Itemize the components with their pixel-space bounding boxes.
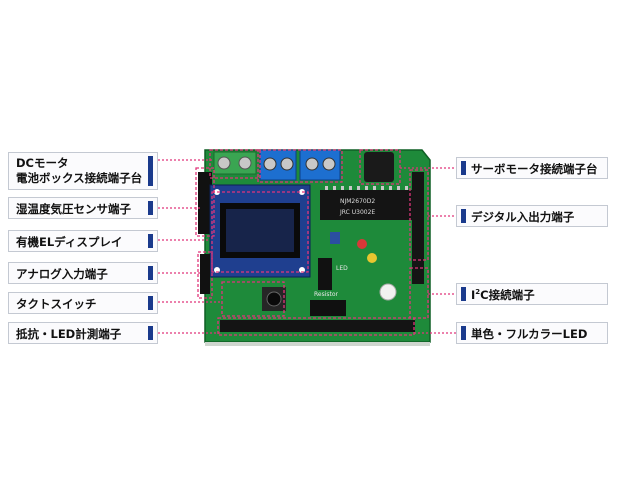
label-analog-input: アナログ入力端子 xyxy=(8,262,158,284)
led-yellow xyxy=(367,253,377,263)
label-oled-display: 有機ELディスプレイ xyxy=(8,230,158,252)
bottom-header xyxy=(220,320,415,332)
label-rgb-led: 単色・フルカラーLED xyxy=(456,322,608,344)
label-tab xyxy=(148,156,153,186)
capacitor xyxy=(330,232,340,244)
right-header xyxy=(412,172,424,284)
label-dc-motor-line2: 電池ボックス接続端子台 xyxy=(16,171,143,185)
label-i2c-terminal: I2C接続端子 xyxy=(456,283,608,305)
callout-box-dc xyxy=(209,149,261,179)
resistor-silkscreen: Resistor xyxy=(314,291,339,298)
dc-screw-1 xyxy=(217,156,231,170)
battery-screw-1 xyxy=(263,157,277,171)
label-tab xyxy=(461,209,466,223)
servo-screw-2 xyxy=(322,157,336,171)
callout-box-analog xyxy=(197,251,213,299)
label-tab xyxy=(148,296,153,310)
label-text: 単色・フルカラーLED xyxy=(471,327,588,341)
servo-screw-1 xyxy=(305,157,319,171)
analog-header xyxy=(200,254,210,294)
label-text: 有機ELディスプレイ xyxy=(16,235,123,249)
label-tab xyxy=(148,326,153,340)
callout-box-tact xyxy=(221,281,285,317)
label-text: デジタル入出力端子 xyxy=(471,210,575,224)
label-tact-switch: タクトスイッチ xyxy=(8,292,158,314)
led-terminal-strip xyxy=(318,258,332,290)
label-servo-terminal: サーボモータ接続端子台 xyxy=(456,157,608,179)
ic-chip-label-2: JRC U3002E xyxy=(339,209,375,216)
tact-switch-button xyxy=(266,291,282,307)
led-red xyxy=(357,239,367,249)
left-header xyxy=(198,172,212,234)
rgb-led xyxy=(379,283,397,301)
resistor-terminal xyxy=(310,300,346,316)
label-dc-motor: DCモータ 電池ボックス接続端子台 xyxy=(8,152,158,190)
callout-box-servo xyxy=(359,149,401,185)
pcb-shadow xyxy=(205,342,430,346)
buzzer-component xyxy=(364,152,394,182)
label-text: タクトスイッチ xyxy=(16,297,97,311)
callout-box-terminals xyxy=(257,149,343,183)
ic-chip xyxy=(320,190,414,220)
label-temp-humidity-sensor: 湿温度気圧センサ端子 xyxy=(8,197,158,219)
label-i2c-prefix: I xyxy=(471,288,476,302)
ic-chip-label-1: NJM2670D2 xyxy=(340,198,375,205)
label-i2c-sup: 2 xyxy=(475,288,481,297)
label-text: 湿温度気圧センサ端子 xyxy=(16,202,131,216)
label-dc-motor-line1: DCモータ xyxy=(16,156,69,170)
callout-box-i2c xyxy=(409,267,429,319)
dc-screw-2 xyxy=(238,156,252,170)
label-tab xyxy=(148,234,153,248)
label-tab xyxy=(461,287,466,301)
label-text: 抵抗・LED計測端子 xyxy=(16,327,122,341)
callout-box-bottom xyxy=(217,317,415,336)
callout-box-oled xyxy=(211,191,309,273)
label-resistor-led-terminal: 抵抗・LED計測端子 xyxy=(8,322,158,344)
label-digital-io: デジタル入出力端子 xyxy=(456,205,608,227)
callout-box-left-header xyxy=(195,167,215,237)
label-tab xyxy=(148,201,153,215)
led-silkscreen: LED xyxy=(336,265,348,272)
label-tab xyxy=(461,326,466,340)
label-tab xyxy=(461,161,466,175)
label-i2c-suffix: C接続端子 xyxy=(480,288,535,302)
callout-box-right-header xyxy=(409,169,429,261)
label-text: サーボモータ接続端子台 xyxy=(471,162,598,176)
battery-screw-2 xyxy=(280,157,294,171)
label-text: アナログ入力端子 xyxy=(16,267,108,281)
oled-glass xyxy=(226,209,294,252)
label-tab xyxy=(148,266,153,280)
